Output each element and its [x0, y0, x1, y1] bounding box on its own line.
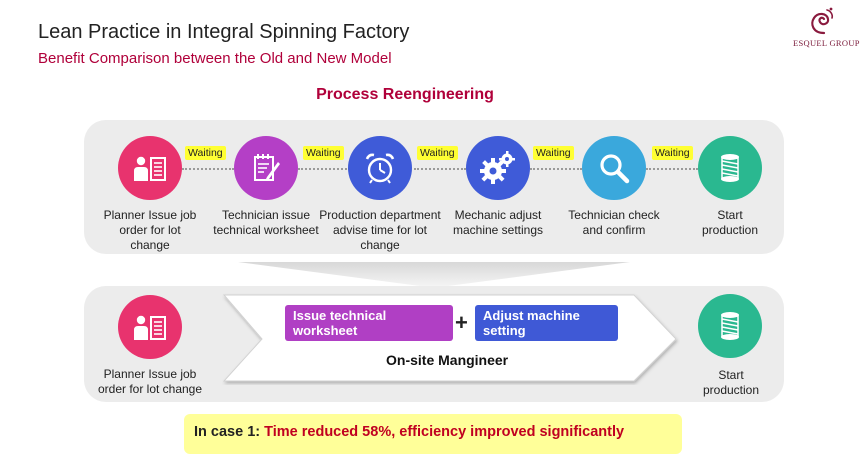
step-label: Mechanic adjust machine settings [452, 208, 544, 237]
connector-3 [414, 168, 466, 170]
step-mechanic-adjust: Mechanic adjust machine settings [433, 136, 563, 238]
logo-text: Esquel Group [793, 38, 860, 48]
result-lead: In case 1 [194, 424, 256, 440]
new-start-label: Planner Issue job order for lot change [97, 367, 203, 396]
yarn-spool-icon [698, 294, 762, 358]
step-planner-issue: Planner Issue job order for lot change [85, 136, 215, 253]
magnifier-icon [582, 136, 646, 200]
waiting-badge-1: Waiting [185, 146, 226, 160]
step-production-advise: Production department advise time for lo… [315, 136, 445, 253]
step-label: Technician check and confirm [568, 208, 660, 237]
result-highlight: Time reduced 58%, efficiency improved si… [264, 424, 625, 440]
result-colon: : [255, 424, 261, 440]
page-title: Lean Practice in Integral Spinning Facto… [38, 21, 410, 43]
company-logo: Esquel Group [793, 6, 860, 52]
waiting-badge-4: Waiting [533, 146, 574, 160]
connector-1 [182, 168, 234, 170]
step-technician-check: Technician check and confirm [549, 136, 679, 238]
step-label: Planner Issue job order for lot change [103, 208, 197, 252]
waiting-badge-3: Waiting [417, 146, 458, 160]
gears-icon [466, 136, 530, 200]
old-model-panel [84, 120, 784, 254]
alarm-clock-icon [348, 136, 412, 200]
page-subtitle: Benefit Comparison between the Old and N… [38, 50, 392, 67]
step-label: Technician issue technical worksheet [213, 208, 319, 237]
funnel-arrow [238, 262, 630, 286]
connector-2 [298, 168, 350, 170]
result-banner: In case 1: Time reduced 58%, efficiency … [184, 414, 682, 454]
step-label: Start production [701, 208, 759, 237]
connector-5 [646, 168, 698, 170]
connector-4 [530, 168, 582, 170]
new-end-label: Start production [702, 368, 760, 397]
waiting-badge-5: Waiting [652, 146, 693, 160]
waiting-badge-2: Waiting [303, 146, 344, 160]
issue-worksheet-box: Issue technical worksheet [285, 305, 453, 341]
logo-swirl-icon [811, 7, 834, 35]
step-technician-issue: Technician issue technical worksheet [201, 136, 331, 238]
step-start-production: Start production [665, 136, 795, 238]
document-person-icon [118, 136, 182, 200]
notepad-pen-icon [234, 136, 298, 200]
yarn-spool-icon [698, 136, 762, 200]
step-label: Production department advise time for lo… [319, 208, 441, 252]
adjust-setting-box: Adjust machine setting [475, 305, 618, 341]
document-person-icon [118, 295, 182, 359]
section-title: Process Reengineering [316, 86, 494, 103]
plus-sign: + [455, 310, 468, 335]
onsite-mangineer-label: On-site Mangineer [386, 352, 509, 368]
